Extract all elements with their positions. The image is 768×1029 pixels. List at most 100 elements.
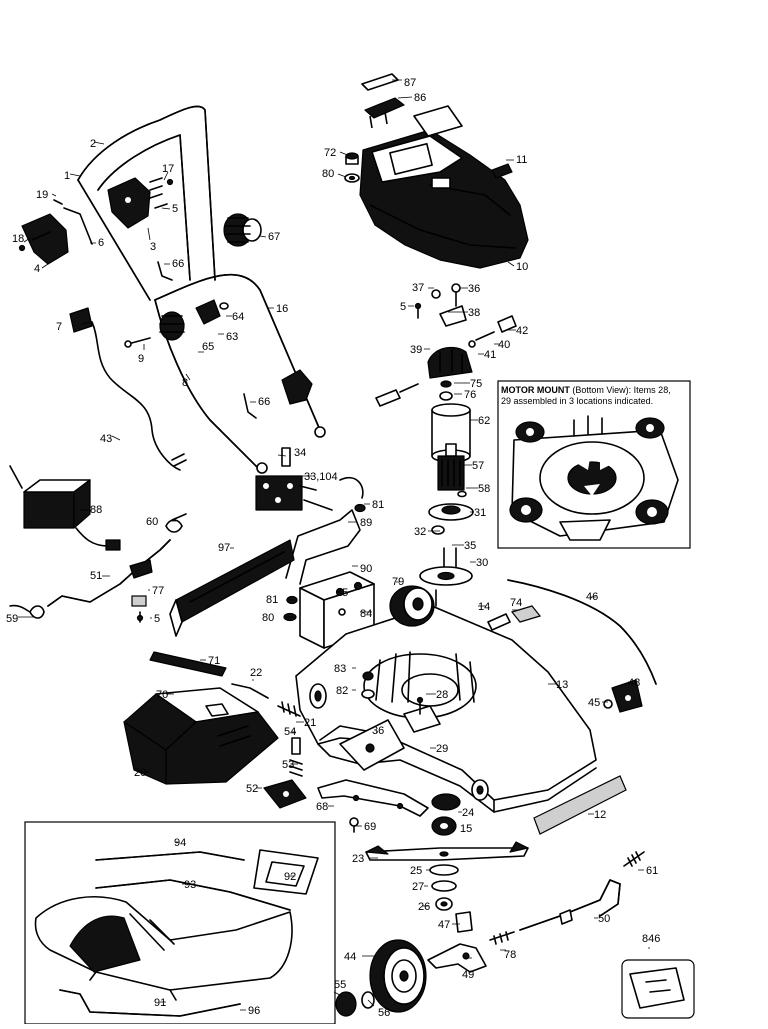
- nut-81-upper: [354, 503, 366, 513]
- part-label-87: 87: [404, 77, 416, 89]
- part-label-24: 24: [462, 807, 474, 819]
- part-label-67: 67: [268, 231, 280, 243]
- part-label-3: 3: [150, 241, 156, 253]
- transformer-88: [9, 465, 121, 551]
- part-label-5c: 5: [400, 301, 406, 313]
- part-label-50: 50: [598, 913, 610, 925]
- clamp-48-45: [603, 679, 643, 713]
- part-label-7: 7: [56, 321, 62, 333]
- part-label-88: 88: [90, 504, 102, 516]
- part-label-71: 71: [208, 655, 220, 667]
- part-label-17: 17: [162, 163, 174, 175]
- part-label-93: 93: [184, 879, 196, 891]
- part-label-27: 27: [412, 881, 424, 893]
- part-label-65: 65: [202, 341, 214, 353]
- part-label-78: 78: [504, 949, 516, 961]
- strip-12: [533, 775, 627, 835]
- part-label-81: 81: [372, 499, 384, 511]
- part-label-45: 45: [588, 697, 600, 709]
- part-label-34: 34: [294, 447, 306, 459]
- clip-47: [455, 911, 473, 933]
- grass-bag-inset: [24, 821, 336, 1025]
- part-label-96: 96: [248, 1005, 260, 1017]
- part-label-63: 63: [226, 331, 238, 343]
- hook-22: [231, 683, 269, 699]
- part-label-9: 9: [138, 353, 144, 365]
- washer-58: [457, 490, 467, 498]
- part-label-5b: 5: [154, 613, 160, 625]
- part-label-23: 23: [352, 853, 364, 865]
- screws-17-5: [149, 177, 174, 209]
- part-label-31: 31: [474, 507, 486, 519]
- part-label-6: 6: [98, 237, 104, 249]
- terminal-block-33: [255, 475, 364, 511]
- bolt-69: [349, 817, 359, 833]
- part-label-58: 58: [478, 483, 490, 495]
- part-label-42: 42: [516, 325, 528, 337]
- part-label-15: 15: [460, 823, 472, 835]
- part-label-83: 83: [334, 663, 346, 675]
- switch-button-86: [364, 97, 405, 129]
- washers-25-27-26: [429, 864, 459, 911]
- shield-36: [339, 719, 405, 771]
- base-31: [428, 503, 474, 521]
- deflector-97: [169, 539, 295, 637]
- part-label-32: 32: [414, 526, 426, 538]
- part-label-46: 46: [586, 591, 598, 603]
- part-label-16: 16: [276, 303, 288, 315]
- washer-80-top: [344, 173, 360, 183]
- spring-78: [489, 931, 515, 945]
- part-label-72: 72: [324, 147, 336, 159]
- part-label-37: 37: [412, 282, 424, 294]
- spring-59: [9, 604, 45, 619]
- front-axle-50: [519, 879, 621, 931]
- part-label-40: 40: [498, 339, 510, 351]
- part-label-44: 44: [344, 951, 356, 963]
- blade-23: [365, 841, 529, 861]
- part-label-70: 70: [156, 689, 168, 701]
- bolt-66-lower: [243, 393, 257, 419]
- part-label-69: 69: [364, 821, 376, 833]
- part-label-61: 61: [646, 865, 658, 877]
- battery-90: [299, 571, 375, 649]
- part-label-49: 49: [462, 969, 474, 981]
- label-87: [361, 73, 399, 91]
- switch-box-3: [107, 177, 151, 229]
- part-label-48: 48: [628, 677, 640, 689]
- knob-72: [345, 152, 359, 165]
- part-label-30: 30: [476, 557, 488, 569]
- part-label-51: 51: [90, 570, 102, 582]
- part-label-60: 60: [146, 516, 158, 528]
- parts-bag-846: [621, 959, 695, 1019]
- lower-handle-8: [154, 274, 326, 474]
- part-label-80b: 80: [262, 612, 274, 624]
- part-label-55: 55: [334, 979, 346, 991]
- brush-holder-38: [439, 305, 467, 327]
- mount-plate-30: [419, 566, 473, 607]
- part-label-5: 5: [172, 203, 178, 215]
- end-bell-39: [427, 346, 473, 379]
- part-label-20: 20: [134, 767, 146, 779]
- pin-34: [281, 447, 291, 467]
- part-label-90: 90: [360, 563, 372, 575]
- part-label-29: 29: [436, 743, 448, 755]
- part-label-36: 36: [468, 283, 480, 295]
- part-label-22: 22: [250, 667, 262, 679]
- part-label-56: 56: [378, 1007, 390, 1019]
- part-label-12: 12: [594, 809, 606, 821]
- fan-24-15: [431, 793, 461, 836]
- part-label-11: 11: [516, 154, 527, 166]
- part-label-89: 89: [360, 517, 372, 529]
- part-label-62: 62: [478, 415, 490, 427]
- part-label-8: 8: [182, 377, 188, 389]
- part-label-97: 97: [218, 542, 230, 554]
- lock-off-lever-6: [63, 207, 93, 245]
- part-label-26: 26: [418, 901, 430, 913]
- axle-bracket-49: [427, 943, 487, 973]
- part-label-52: 52: [246, 783, 258, 795]
- part-label-86: 86: [414, 92, 426, 104]
- part-label-59: 59: [6, 613, 18, 625]
- pin-54-spring-53: [289, 737, 303, 777]
- part-label-47: 47: [438, 919, 450, 931]
